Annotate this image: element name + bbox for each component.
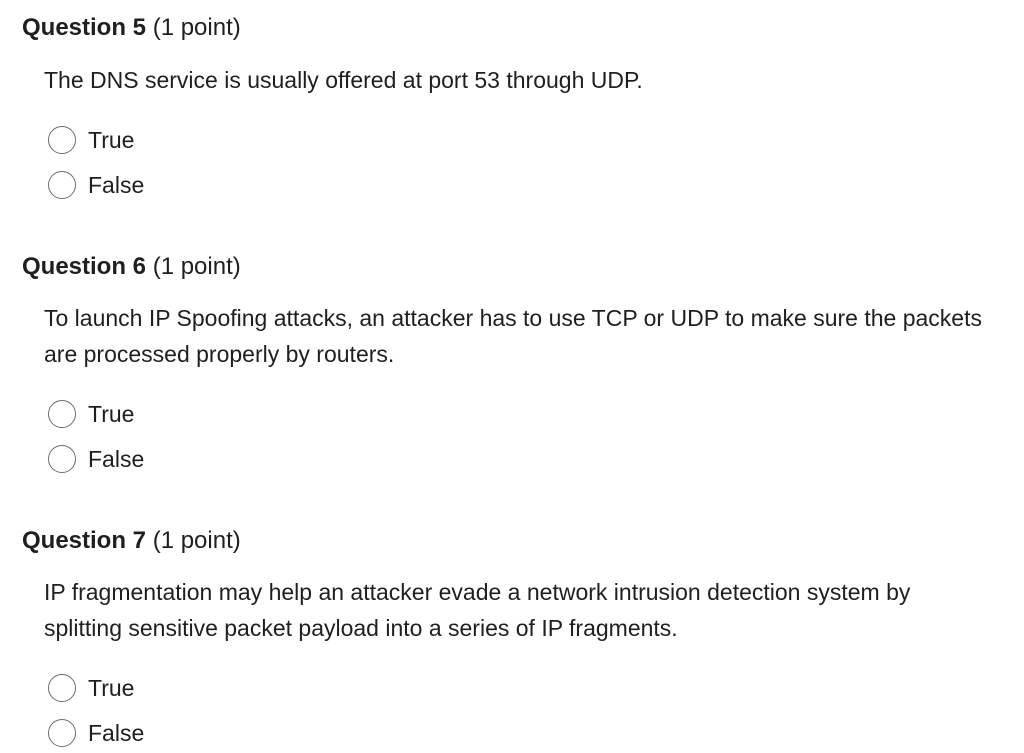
radio-button[interactable] <box>48 126 76 154</box>
question-text: The DNS service is usually offered at po… <box>44 67 643 93</box>
question-heading: Question 7 (1 point) <box>22 526 241 556</box>
question-heading: Question 6 (1 point) <box>22 252 241 282</box>
question-points: (1 point) <box>152 14 241 41</box>
option-label: True <box>88 675 135 701</box>
radio-button[interactable] <box>48 674 76 702</box>
question-points: (1 point) <box>152 527 241 554</box>
radio-button[interactable] <box>48 400 76 428</box>
option-true[interactable]: True <box>48 671 134 705</box>
radio-button[interactable] <box>48 171 76 199</box>
option-false[interactable]: False <box>48 442 144 476</box>
question-heading: Question 5 (1 point) <box>22 13 241 43</box>
question-points: (1 point) <box>152 253 241 280</box>
option-label: True <box>88 127 135 153</box>
question-title: Question 7 <box>22 527 147 554</box>
option-true[interactable]: True <box>48 397 134 431</box>
question-text: IP fragmentation may help an attacker ev… <box>44 579 911 641</box>
option-label: False <box>88 172 145 198</box>
option-label: False <box>88 720 145 746</box>
option-label: False <box>88 446 145 472</box>
question-title: Question 5 <box>22 14 147 41</box>
radio-button[interactable] <box>48 719 76 747</box>
radio-button[interactable] <box>48 445 76 473</box>
question-text: To launch IP Spoofing attacks, an attack… <box>44 305 982 367</box>
option-true[interactable]: True <box>48 123 134 157</box>
option-false[interactable]: False <box>48 168 144 202</box>
question-title: Question 6 <box>22 253 147 280</box>
option-label: True <box>88 401 135 427</box>
option-false[interactable]: False <box>48 716 144 750</box>
